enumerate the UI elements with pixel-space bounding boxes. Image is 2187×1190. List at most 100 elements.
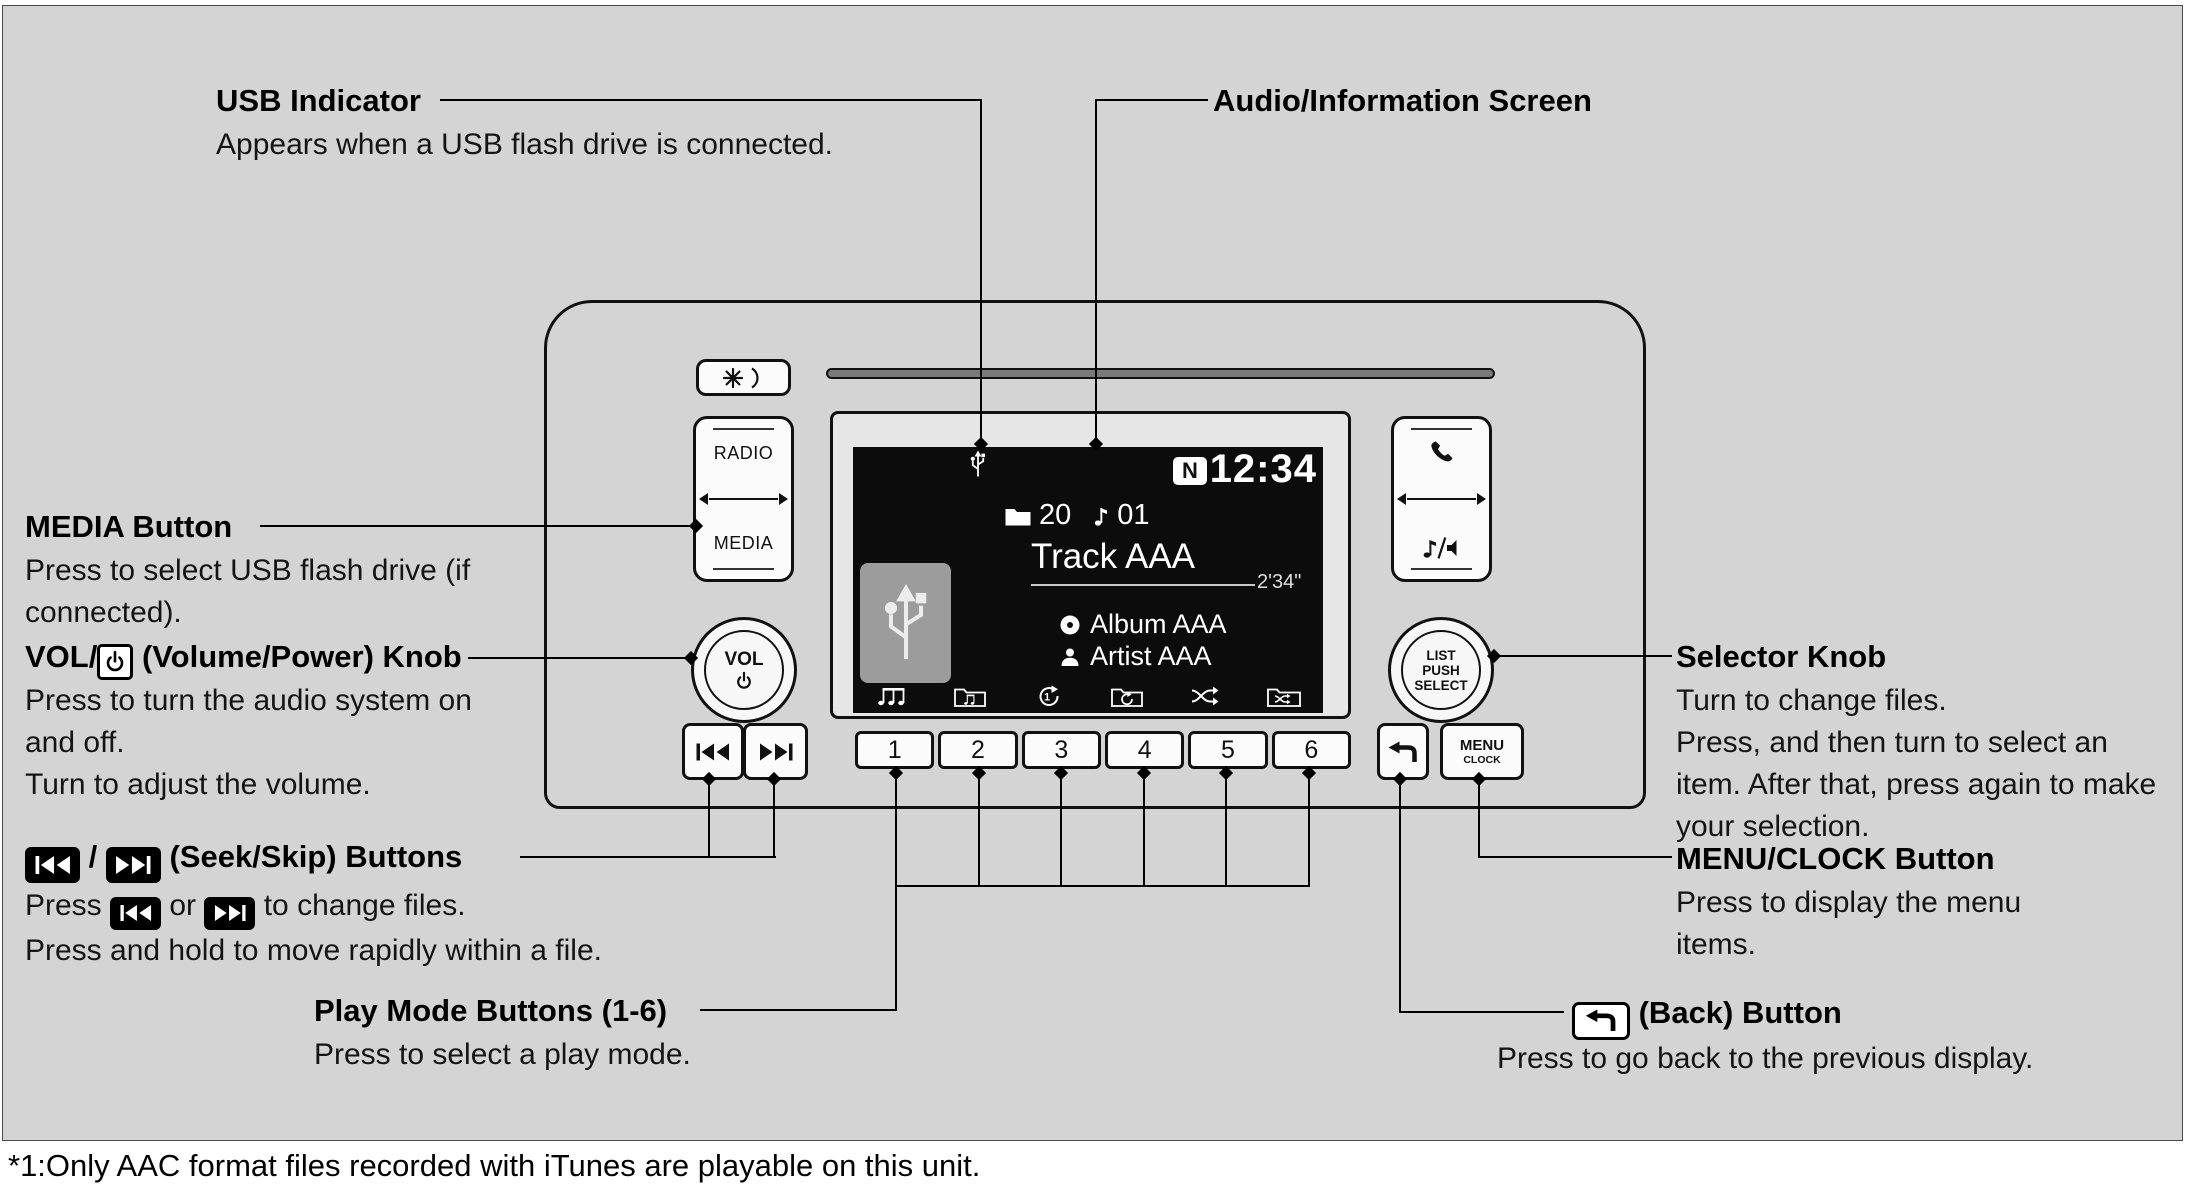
volume-power-knob[interactable]: VOL — [691, 617, 797, 723]
music-note-icon — [1095, 507, 1108, 526]
artist-name: Artist AAA — [1090, 641, 1212, 671]
back-button[interactable] — [1377, 723, 1429, 780]
callout-line — [468, 657, 690, 659]
rocker-ridge — [1411, 568, 1472, 570]
callout-line — [260, 525, 694, 527]
callout-seek-buttons: / (Seek/Skip) Buttons Press or to change… — [25, 834, 685, 972]
callout-desc: Press, and then turn to select an item. … — [1676, 726, 2165, 843]
power-icon — [737, 671, 751, 689]
preset-button-row: 1 2 3 4 5 6 — [855, 731, 1351, 769]
footnote: *1:Only AAC format files recorded with i… — [8, 1148, 981, 1183]
callout-line — [895, 885, 897, 1011]
callout-line — [1060, 777, 1062, 887]
callout-line — [520, 856, 776, 858]
callout-desc: Press and hold to move rapidly within a … — [25, 933, 602, 967]
phone-audio-rocker[interactable] — [1391, 416, 1492, 582]
rocker-ridge — [1411, 428, 1472, 430]
audio-source-icon — [1394, 535, 1489, 566]
menu-clock-button[interactable]: MENU CLOCK — [1440, 723, 1524, 780]
rocker-ridge — [713, 568, 774, 570]
elapsed-time: 2'34" — [1257, 571, 1302, 593]
callout-desc: Press to select a play mode. — [314, 1038, 691, 1071]
radio-media-rocker[interactable]: RADIO MEDIA — [693, 416, 794, 582]
callout-title: (Back) Button — [1572, 990, 1842, 1040]
callout-desc: Turn to adjust the volume. — [25, 768, 371, 801]
selector-knob[interactable]: LIST PUSH SELECT — [1388, 617, 1494, 723]
rocker-arrow-right-icon — [1477, 493, 1486, 505]
back-icon — [1388, 741, 1417, 762]
preset-button-6[interactable]: 6 — [1271, 731, 1351, 769]
progress-line — [1031, 584, 1255, 586]
callout-title: MENU/CLOCK Button — [1676, 841, 1995, 876]
callout-line — [773, 781, 775, 858]
play-mode-icon-row: 1 — [853, 683, 1323, 709]
callout-desc: Press or to change files. — [25, 883, 685, 930]
notes-icon — [853, 683, 931, 709]
callout-line — [1308, 777, 1310, 887]
selector-knob-label: SELECT — [1414, 677, 1468, 693]
callout-line — [895, 885, 1310, 887]
preset-button-5[interactable]: 5 — [1188, 731, 1268, 769]
album-name: Album AAA — [1090, 609, 1227, 639]
callout-media-button: MEDIA Button Press to select USB flash d… — [25, 504, 505, 634]
callout-line — [708, 781, 710, 858]
preset-button-2[interactable]: 2 — [938, 731, 1018, 769]
seek-back-icon — [25, 847, 80, 883]
callout-line — [1225, 777, 1227, 887]
preset-button-4[interactable]: 4 — [1104, 731, 1185, 769]
callout-desc: Appears when a USB flash drive is connec… — [216, 128, 834, 161]
seek-back-icon — [696, 743, 729, 760]
rocker-ridge — [713, 428, 774, 430]
seek-back-button[interactable] — [682, 723, 744, 780]
callout-usb-indicator: USB Indicator Appears when a USB flash d… — [216, 78, 833, 166]
seek-back-icon — [110, 896, 162, 930]
seek-forward-icon — [105, 847, 161, 883]
disc-icon — [1060, 615, 1080, 634]
callout-line — [700, 1009, 897, 1011]
callout-selector-knob: Selector Knob Turn to change files. Pres… — [1676, 634, 2164, 848]
callout-title: / (Seek/Skip) Buttons — [25, 834, 685, 883]
preset-button-3[interactable]: 3 — [1021, 731, 1101, 769]
media-button-label[interactable]: MEDIA — [713, 533, 774, 553]
menu-button-label: MENU — [1459, 737, 1505, 754]
repeat-one-icon: 1 — [1010, 683, 1088, 709]
callout-desc: Press to display the menu items. — [1676, 886, 2030, 961]
usb-symbol-icon — [884, 584, 926, 660]
vol-label: VOL — [724, 649, 764, 670]
track-title: Track AAA — [1030, 537, 1196, 576]
callout-desc: Turn to change files. — [1676, 684, 1947, 717]
selector-knob-label: PUSH — [1422, 662, 1460, 678]
seek-forward-button[interactable] — [743, 723, 808, 780]
callout-desc: Press to turn the audio system on and of… — [25, 684, 481, 759]
callout-line — [1143, 777, 1145, 887]
callout-menu-clock: MENU/CLOCK Button Press to display the m… — [1676, 836, 2096, 966]
callout-line — [978, 777, 980, 887]
folder-notes-icon — [931, 683, 1009, 709]
callout-back-button: (Back) Button — [1572, 990, 1842, 1040]
rocker-arrow-left-icon — [1397, 493, 1406, 505]
display-bezel: N 12:34 20 01 Track AAA 2'34" Album AAA — [830, 411, 1351, 719]
callout-line — [440, 99, 981, 101]
audio-information-screen: N 12:34 20 01 Track AAA 2'34" Album AAA — [853, 447, 1323, 713]
callout-play-mode: Play Mode Buttons (1-6) Press to select … — [314, 988, 691, 1076]
callout-title: MEDIA Button — [25, 509, 233, 544]
selector-knob-label: LIST — [1426, 647, 1456, 663]
preset-button-1[interactable]: 1 — [855, 731, 935, 769]
callout-line — [1095, 99, 1097, 442]
file-number: 01 — [1117, 499, 1150, 531]
power-icon — [97, 644, 134, 680]
volume-knob-face: VOL — [704, 630, 784, 710]
callout-line — [895, 777, 897, 887]
folder-random-icon — [1245, 683, 1323, 709]
cd-slot[interactable] — [826, 368, 1495, 379]
folder-number: 20 — [1039, 499, 1072, 531]
callout-title: Selector Knob — [1676, 639, 1887, 674]
display-brightness-button[interactable] — [696, 359, 791, 396]
svg-text:1: 1 — [1044, 692, 1050, 704]
folder-icon — [1005, 508, 1031, 525]
radio-button-label[interactable]: RADIO — [713, 443, 774, 463]
rocker-arrow-left-icon — [699, 493, 708, 505]
usb-indicator-icon — [969, 450, 987, 483]
callout-line — [1478, 781, 1480, 858]
